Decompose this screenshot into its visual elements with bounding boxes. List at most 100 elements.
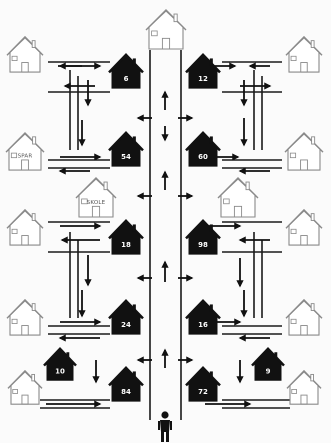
window <box>223 198 230 205</box>
house-number: 98 <box>198 241 208 249</box>
chimney <box>173 13 178 23</box>
door <box>21 394 29 405</box>
window <box>11 55 18 61</box>
house-body <box>287 133 321 171</box>
house-roof <box>185 219 221 240</box>
house-left-3 <box>6 208 44 246</box>
figure-leg-right <box>166 432 169 442</box>
house-center-skole: SKOLE <box>75 177 117 218</box>
chimney <box>310 373 314 382</box>
house-left-4 <box>6 298 44 336</box>
house-roof <box>7 369 43 389</box>
house-right-5 <box>286 369 322 405</box>
door <box>300 235 308 246</box>
house-dark-10: 10 <box>43 346 77 381</box>
chimney <box>132 58 136 66</box>
house-dark-18: 18 <box>108 219 144 255</box>
house-roof <box>217 177 259 199</box>
window <box>290 318 297 324</box>
house-number: 12 <box>198 75 208 83</box>
door <box>21 325 29 336</box>
house-number: 18 <box>121 241 131 249</box>
house-left-5 <box>7 369 43 405</box>
house-body <box>8 133 42 171</box>
window <box>81 198 88 205</box>
house-roof <box>108 219 144 240</box>
house-roof <box>285 35 323 56</box>
chimney <box>310 213 315 221</box>
chimney <box>132 371 136 379</box>
chimney <box>209 224 213 232</box>
house-number: 60 <box>198 153 208 161</box>
figure-arm-right <box>170 421 172 430</box>
door <box>300 62 308 73</box>
figure-arm-left <box>158 421 160 430</box>
chimney <box>209 136 213 144</box>
door <box>91 205 101 218</box>
house-body <box>220 178 256 218</box>
house-dark-60: 60 <box>185 131 221 167</box>
house-roof <box>5 131 45 153</box>
house-center-right <box>217 177 259 218</box>
window <box>11 318 18 324</box>
house-roof <box>108 53 144 74</box>
figure-leg-left <box>161 432 164 442</box>
chimney <box>66 352 70 359</box>
house-roof <box>43 346 77 367</box>
house-right-1 <box>285 35 323 73</box>
chimney <box>132 224 136 232</box>
door <box>300 394 308 405</box>
house-roof <box>185 131 221 152</box>
house-roof <box>6 208 44 229</box>
chimney <box>32 136 37 145</box>
house-roof <box>75 177 117 199</box>
chimney <box>310 303 315 311</box>
road-layer <box>40 50 290 420</box>
window <box>289 152 297 159</box>
window <box>10 152 18 159</box>
house-roof <box>286 369 322 389</box>
house-number: 9 <box>266 367 271 375</box>
chimney <box>132 136 136 144</box>
figure-head <box>161 411 169 419</box>
house-right-4 <box>285 298 323 336</box>
door <box>300 159 308 171</box>
chimney <box>209 58 213 66</box>
chimney <box>274 352 278 359</box>
chimney <box>31 303 36 311</box>
house-roof <box>6 35 44 56</box>
house-roof <box>6 298 44 319</box>
house-roof <box>145 9 187 31</box>
house-number: 6 <box>124 75 129 83</box>
window <box>291 389 297 394</box>
house-dark-9: 9 <box>251 346 285 381</box>
chimney <box>31 40 36 48</box>
window <box>290 228 297 234</box>
chimney <box>311 136 316 145</box>
house-body <box>148 10 184 50</box>
house-number: 16 <box>198 321 208 329</box>
door <box>300 325 308 336</box>
house-roof <box>185 366 221 387</box>
house-number: 54 <box>121 153 131 161</box>
house-right-3 <box>285 208 323 246</box>
window <box>290 55 297 61</box>
house-roof <box>285 208 323 229</box>
house-dark-6l: 6 <box>108 53 144 89</box>
house-roof <box>285 298 323 319</box>
person-figure <box>158 411 172 442</box>
house-left-1 <box>6 35 44 73</box>
house-number: 10 <box>55 367 65 375</box>
house-top-center <box>145 9 187 50</box>
door <box>161 37 171 50</box>
door <box>233 205 243 218</box>
house-sign: SPAR <box>18 153 33 159</box>
house-sign: SKOLE <box>87 200 106 206</box>
house-roof <box>108 131 144 152</box>
house-roof <box>284 131 324 153</box>
door <box>21 235 29 246</box>
house-body <box>78 178 114 218</box>
